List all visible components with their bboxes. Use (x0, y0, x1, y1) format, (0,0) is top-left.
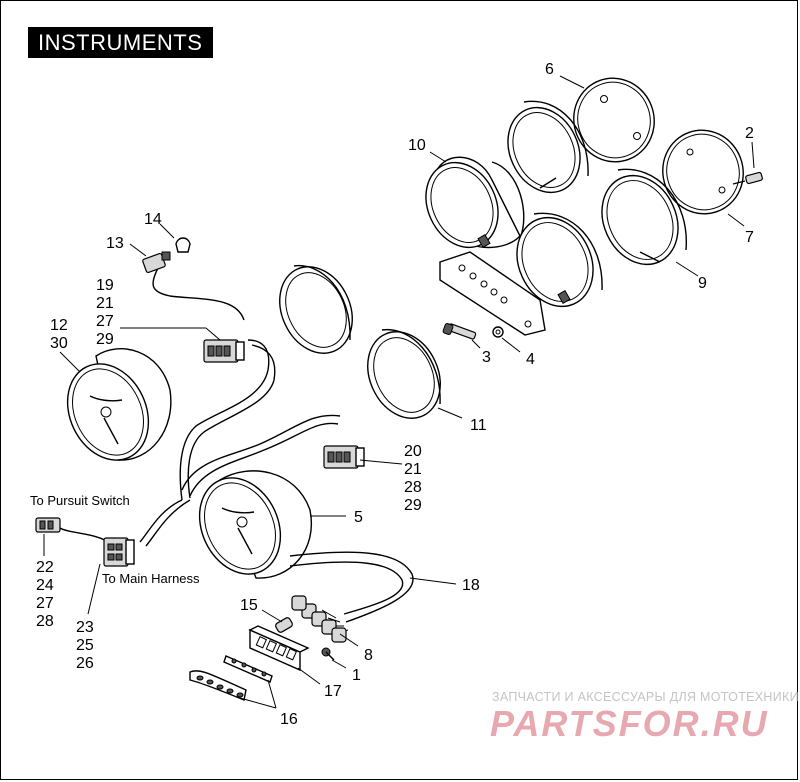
callout-21b: 21 (404, 461, 422, 478)
callout-28c: 28 (36, 613, 54, 630)
part-10-cup (425, 156, 525, 249)
leader-lines (43, 75, 755, 709)
callout-16: 16 (280, 711, 298, 728)
part-connector-23 (103, 537, 135, 567)
part-3-screw (442, 322, 477, 340)
watermark: ЗАПЧАСТИ И АКСЕССУАРЫ ДЛЯ МОТОТЕХНИКИ PA… (490, 690, 799, 744)
part-6-lens (573, 77, 655, 163)
callout-5: 5 (354, 509, 363, 526)
part-center-cup (439, 212, 603, 336)
part-16-lens-strip (189, 655, 273, 701)
note-pursuit-switch: To Pursuit Switch (30, 493, 130, 508)
callout-20: 20 (404, 443, 422, 460)
callout-9: 9 (698, 275, 707, 292)
callout-18: 18 (462, 577, 480, 594)
callout-29a: 29 (96, 331, 114, 348)
callout-3: 3 (482, 349, 491, 366)
callout-27a: 27 (96, 313, 114, 330)
part-9-cup (601, 168, 687, 266)
callout-6: 6 (545, 61, 554, 78)
callout-28b: 28 (404, 479, 422, 496)
callout-14: 14 (144, 211, 162, 228)
title-box: INSTRUMENTS (28, 27, 213, 58)
callout-1: 1 (352, 667, 361, 684)
part-cup-upper (507, 100, 589, 194)
callout-19: 19 (96, 277, 114, 294)
callout-7: 7 (745, 229, 754, 246)
callout-8: 8 (364, 647, 373, 664)
part-connector-22 (35, 517, 61, 533)
part-15-bulb (275, 617, 293, 633)
part-2-screw (732, 171, 763, 185)
callout-2: 2 (745, 125, 754, 142)
part-8-sockets (291, 595, 347, 643)
callout-13: 13 (106, 235, 124, 252)
part-12-gauge (66, 348, 172, 461)
part-4-washer (492, 326, 504, 338)
callout-17: 17 (324, 683, 342, 700)
watermark-tagline: ЗАПЧАСТИ И АКСЕССУАРЫ ДЛЯ МОТОТЕХНИКИ (492, 690, 799, 704)
part-5-gauge (198, 470, 313, 579)
part-connector-19 (203, 339, 245, 363)
callout-25: 25 (76, 637, 94, 654)
callout-labels: 6 2 7 10 9 3 4 11 5 18 8 1 17 16 15 14 1… (30, 61, 754, 728)
part-1-screw (321, 647, 335, 661)
note-main-harness: To Main Harness (102, 571, 200, 586)
callout-27c: 27 (36, 595, 54, 612)
callout-23: 23 (76, 619, 94, 636)
part-connector-20 (323, 445, 365, 469)
callout-10: 10 (408, 137, 426, 154)
callout-22: 22 (36, 559, 54, 576)
part-17-housing (248, 625, 310, 672)
part-14-bulb (175, 237, 191, 253)
callout-4: 4 (526, 351, 535, 368)
part-11-bezel (367, 329, 441, 419)
part-13-socket (142, 251, 171, 274)
page-title: INSTRUMENTS (38, 30, 203, 55)
watermark-brand: PARTSFOR.RU (490, 703, 769, 744)
callout-11: 11 (470, 417, 487, 434)
callout-12: 12 (50, 317, 68, 334)
callout-15: 15 (240, 597, 258, 614)
callout-30: 30 (50, 335, 68, 352)
callout-26: 26 (76, 655, 94, 672)
wiring-harness (59, 267, 414, 633)
callout-24: 24 (36, 577, 54, 594)
part-bezel-upper (279, 264, 353, 354)
callout-29b: 29 (404, 497, 422, 514)
callout-21a: 21 (96, 295, 114, 312)
